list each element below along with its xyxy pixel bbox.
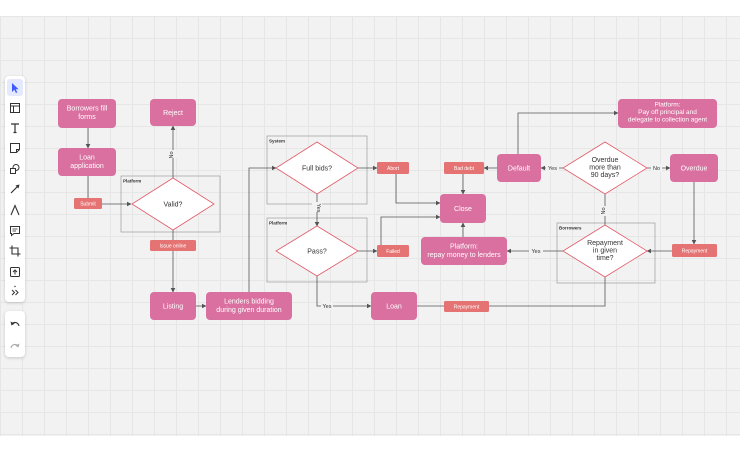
edge-label-pass-yes: Yes: [323, 304, 332, 310]
whiteboard-canvas[interactable]: [0, 16, 740, 436]
more-tools[interactable]: [7, 282, 23, 299]
connectors: [85, 110, 697, 309]
node-loan[interactable]: Loan: [371, 292, 417, 320]
upload-icon: [10, 266, 20, 277]
redo-icon: [10, 343, 20, 348]
tag-failed[interactable]: Failed: [377, 245, 409, 257]
svg-text:Submit: Submit: [80, 202, 96, 208]
edge-label-valid-no: No: [169, 151, 175, 158]
edge-labels: No Yes Yes Yes No No Yes: [168, 150, 662, 310]
frame-label: Platform: [269, 221, 287, 226]
svg-text:Repayment: Repayment: [682, 249, 708, 255]
svg-text:Valid?: Valid?: [164, 202, 183, 209]
frame-label: System: [269, 139, 285, 144]
tag-repayment-2[interactable]: Repayment: [672, 244, 717, 257]
tag-repayment-1[interactable]: Repayment: [444, 301, 489, 312]
svg-text:Listing: Listing: [163, 304, 183, 311]
shapes-tool[interactable]: [7, 160, 23, 177]
svg-text:Pass?: Pass?: [307, 249, 327, 256]
upload-tool[interactable]: [7, 263, 23, 280]
pointer-icon: [12, 82, 19, 93]
edge-label-repayment-yes: Yes: [532, 249, 541, 255]
crop-icon: [9, 245, 21, 256]
tag-issue-online[interactable]: Issue online: [150, 240, 196, 251]
edge-label-overdue-yes: Yes: [548, 166, 557, 172]
svg-text:Overdue: Overdue: [681, 166, 708, 173]
node-default[interactable]: Default: [497, 154, 541, 182]
tag-abort[interactable]: Abort: [377, 162, 409, 174]
connector-tool[interactable]: [7, 180, 23, 197]
svg-text:Loan: Loan: [386, 304, 402, 311]
crop-tool[interactable]: [7, 242, 23, 259]
pen-icon: [10, 203, 20, 215]
comment-tool[interactable]: [7, 222, 23, 239]
svg-text:Issue online: Issue online: [160, 244, 187, 250]
node-overdue[interactable]: Overdue: [670, 154, 718, 182]
tag-bad-debt[interactable]: Bad debt: [444, 162, 484, 174]
decision-full-bids[interactable]: Full bids?: [275, 141, 359, 195]
edge-label-overdue-no: No: [653, 166, 660, 172]
node-close[interactable]: Close: [440, 194, 486, 223]
comment-icon: [10, 225, 20, 237]
edge-label-repayment-no: No: [601, 207, 607, 214]
node-listing[interactable]: Listing: [150, 292, 196, 320]
redo-button[interactable]: [7, 338, 23, 355]
svg-text:Abort: Abort: [387, 166, 400, 172]
text-tool[interactable]: [7, 119, 23, 136]
frame-icon: [10, 102, 20, 113]
svg-text:Platform:repay money to lender: Platform:repay money to lenders: [427, 244, 501, 260]
frame-label: Borrowers: [559, 226, 582, 231]
node-reject[interactable]: Reject: [150, 99, 196, 126]
svg-text:Reject: Reject: [163, 110, 183, 117]
text-icon: [11, 122, 19, 133]
decision-valid[interactable]: Valid?: [131, 177, 215, 231]
frame-tool[interactable]: [7, 99, 23, 116]
sticky-note-tool[interactable]: [7, 139, 23, 156]
tools-toolbar: [5, 76, 25, 302]
select-tool[interactable]: [7, 79, 23, 96]
decision-pass[interactable]: Pass?: [275, 225, 359, 277]
arrow-icon: [10, 184, 20, 193]
shapes-icon: [10, 163, 20, 174]
chevron-double-right-icon: [11, 285, 19, 295]
svg-text:Full bids?: Full bids?: [302, 166, 332, 173]
sticky-note-icon: [10, 142, 20, 153]
svg-text:Repayment: Repayment: [454, 305, 480, 311]
svg-text:Default: Default: [508, 166, 530, 173]
tag-submit[interactable]: Submit: [74, 198, 102, 209]
pen-tool[interactable]: [7, 201, 23, 218]
edge-label-full-bids-yes: Yes: [315, 204, 321, 213]
undo-icon: [10, 321, 20, 326]
frame-borrowers[interactable]: Borrowers: [556, 222, 656, 284]
svg-text:Close: Close: [454, 206, 472, 213]
frame-label: Platform: [123, 179, 141, 184]
node-platform-repay[interactable]: Platform:repay money to lenders: [421, 237, 507, 265]
svg-text:Failed: Failed: [386, 249, 400, 255]
svg-text:Bad debt: Bad debt: [454, 166, 475, 172]
undo-button[interactable]: [7, 316, 23, 333]
history-toolbar: [5, 311, 25, 357]
